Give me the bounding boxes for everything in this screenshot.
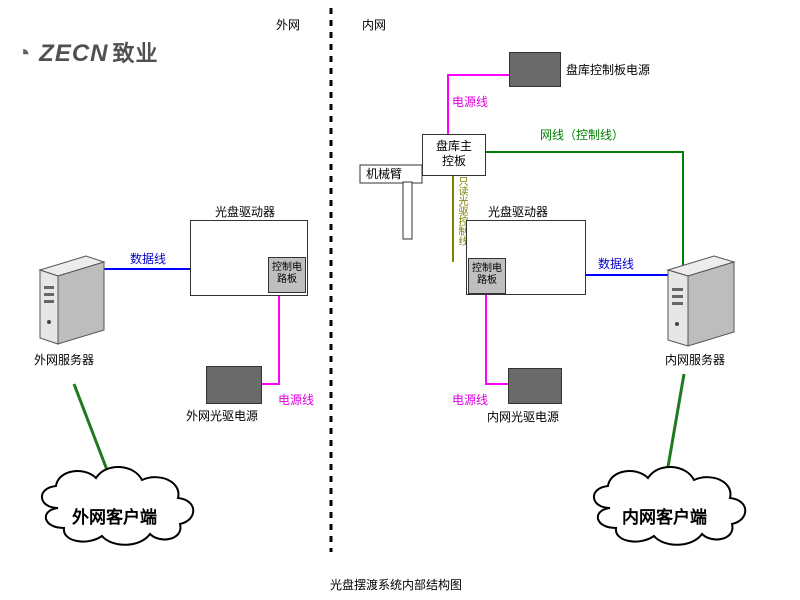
outer-drive-power-unit — [206, 366, 262, 404]
outer-power-line — [262, 294, 280, 385]
outer-drive-power-label: 外网光驱电源 — [186, 409, 259, 423]
outer-power-line-label: 电源线 — [278, 393, 315, 407]
outer-client-cloud — [41, 465, 195, 546]
inner-main-control-board-label: 盘库主控板 — [435, 139, 472, 168]
outer-control-board-label: 控制电路板 — [272, 262, 302, 285]
outer-server-label: 外网服务器 — [34, 353, 95, 367]
inner-power-line-label: 电源线 — [452, 393, 489, 407]
inner-drive-power-unit — [508, 368, 562, 404]
mechanical-arm-label: 机械臂 — [366, 167, 403, 181]
outer-client-line — [72, 383, 114, 484]
outer-data-line-label: 数据线 — [130, 252, 167, 266]
inner-control-line-label: 只读光驱控制线 — [456, 176, 467, 246]
outer-zone-label: 外网 — [276, 18, 301, 32]
inner-board-power-label: 盘库控制板电源 — [566, 63, 651, 77]
diagram-caption: 光盘摆渡系统内部结构图 — [330, 578, 463, 592]
inner-board-power-unit — [509, 52, 561, 87]
logo-mark-icon: ◔ — [16, 40, 32, 67]
outer-control-board: 控制电路板 — [268, 257, 306, 293]
inner-net-line-label: 网线（控制线） — [540, 128, 625, 142]
inner-control-board-label: 控制电路板 — [472, 263, 502, 286]
inner-power-line — [485, 293, 508, 385]
inner-server-label: 内网服务器 — [665, 353, 726, 367]
inner-drive-title: 光盘驱动器 — [488, 205, 549, 219]
outer-client-label: 外网客户端 — [72, 508, 157, 528]
inner-client-label: 内网客户端 — [622, 508, 707, 528]
inner-board-power-line-label: 电源线 — [452, 95, 489, 109]
inner-zone-label: 内网 — [362, 18, 387, 32]
inner-client-cloud — [593, 465, 747, 546]
outer-server-icon — [38, 255, 106, 345]
inner-main-control-board: 盘库主控板 — [422, 134, 486, 176]
inner-control-board: 控制电路板 — [468, 258, 506, 294]
inner-drive-power-label: 内网光驱电源 — [487, 410, 560, 424]
inner-data-line-label: 数据线 — [598, 257, 635, 271]
arm-post — [402, 181, 413, 240]
inner-board-power-line — [447, 74, 509, 134]
outer-drive-title: 光盘驱动器 — [215, 205, 276, 219]
inner-net-line — [485, 151, 684, 272]
inner-server-icon — [666, 255, 736, 347]
